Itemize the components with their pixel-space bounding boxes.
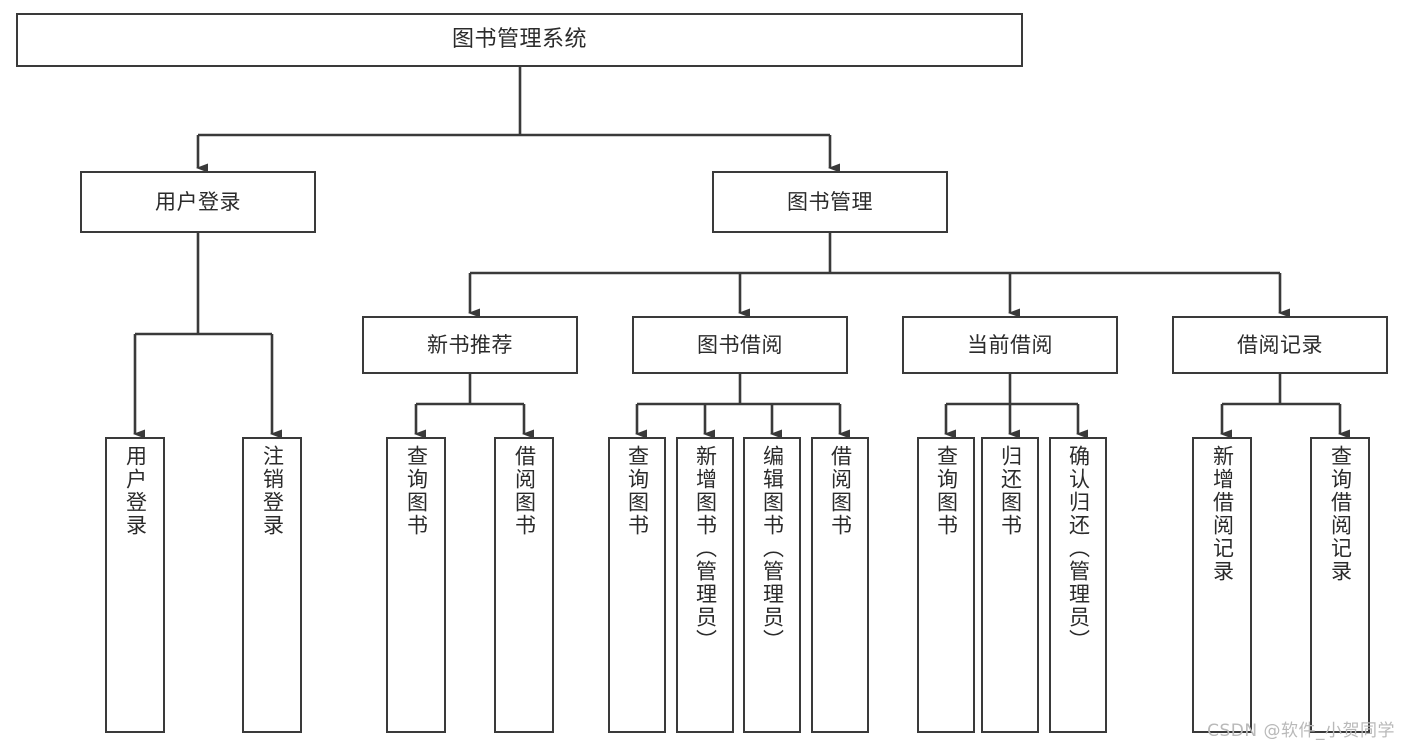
node-label: 新书推荐 — [427, 332, 513, 357]
node-label: 用户登录 — [123, 445, 148, 537]
node-label: 查询图书 — [404, 445, 429, 537]
node-label: 查询借阅记录 — [1328, 445, 1353, 583]
node-label: 借阅记录 — [1237, 332, 1323, 357]
node-book-management[interactable]: 图书管理 — [712, 171, 948, 233]
node-label: 用户登录 — [155, 189, 241, 214]
node-label: 当前借阅 — [967, 332, 1053, 357]
node-label: 图书管理系统 — [451, 27, 587, 53]
node-label: 编辑图书（管理员） — [760, 445, 785, 652]
leaf-borrow-book[interactable]: 借阅图书 — [811, 437, 869, 733]
leaf-query-book-borrow[interactable]: 查询图书 — [608, 437, 666, 733]
node-label: 新增借阅记录 — [1210, 445, 1235, 583]
node-label: 注销登录 — [260, 445, 285, 537]
node-current-borrow[interactable]: 当前借阅 — [902, 316, 1118, 374]
leaf-edit-book-admin[interactable]: 编辑图书（管理员） — [743, 437, 801, 733]
leaf-query-book-current[interactable]: 查询图书 — [917, 437, 975, 733]
leaf-logout[interactable]: 注销登录 — [242, 437, 302, 733]
leaf-user-login[interactable]: 用户登录 — [105, 437, 165, 733]
node-label: 图书管理 — [787, 189, 873, 214]
node-label: 图书借阅 — [697, 332, 783, 357]
leaf-add-borrow-record[interactable]: 新增借阅记录 — [1192, 437, 1252, 733]
node-user-login[interactable]: 用户登录 — [80, 171, 316, 233]
leaf-return-book[interactable]: 归还图书 — [981, 437, 1039, 733]
node-label: 查询图书 — [934, 445, 959, 537]
node-label: 归还图书 — [998, 445, 1023, 537]
leaf-query-borrow-record[interactable]: 查询借阅记录 — [1310, 437, 1370, 733]
node-new-book-recommend[interactable]: 新书推荐 — [362, 316, 578, 374]
leaf-confirm-return-admin[interactable]: 确认归还（管理员） — [1049, 437, 1107, 733]
leaf-borrow-book-recommend[interactable]: 借阅图书 — [494, 437, 554, 733]
leaf-query-book-recommend[interactable]: 查询图书 — [386, 437, 446, 733]
node-label: 确认归还（管理员） — [1066, 445, 1091, 652]
leaf-add-book-admin[interactable]: 新增图书（管理员） — [676, 437, 734, 733]
node-book-borrow[interactable]: 图书借阅 — [632, 316, 848, 374]
node-label: 借阅图书 — [828, 445, 853, 537]
node-label: 新增图书（管理员） — [693, 445, 718, 652]
node-root-system[interactable]: 图书管理系统 — [16, 13, 1023, 67]
node-label: 查询图书 — [625, 445, 650, 537]
watermark: CSDN @软件_小贺同学 — [1207, 721, 1395, 741]
node-label: 借阅图书 — [512, 445, 537, 537]
node-borrow-records[interactable]: 借阅记录 — [1172, 316, 1388, 374]
